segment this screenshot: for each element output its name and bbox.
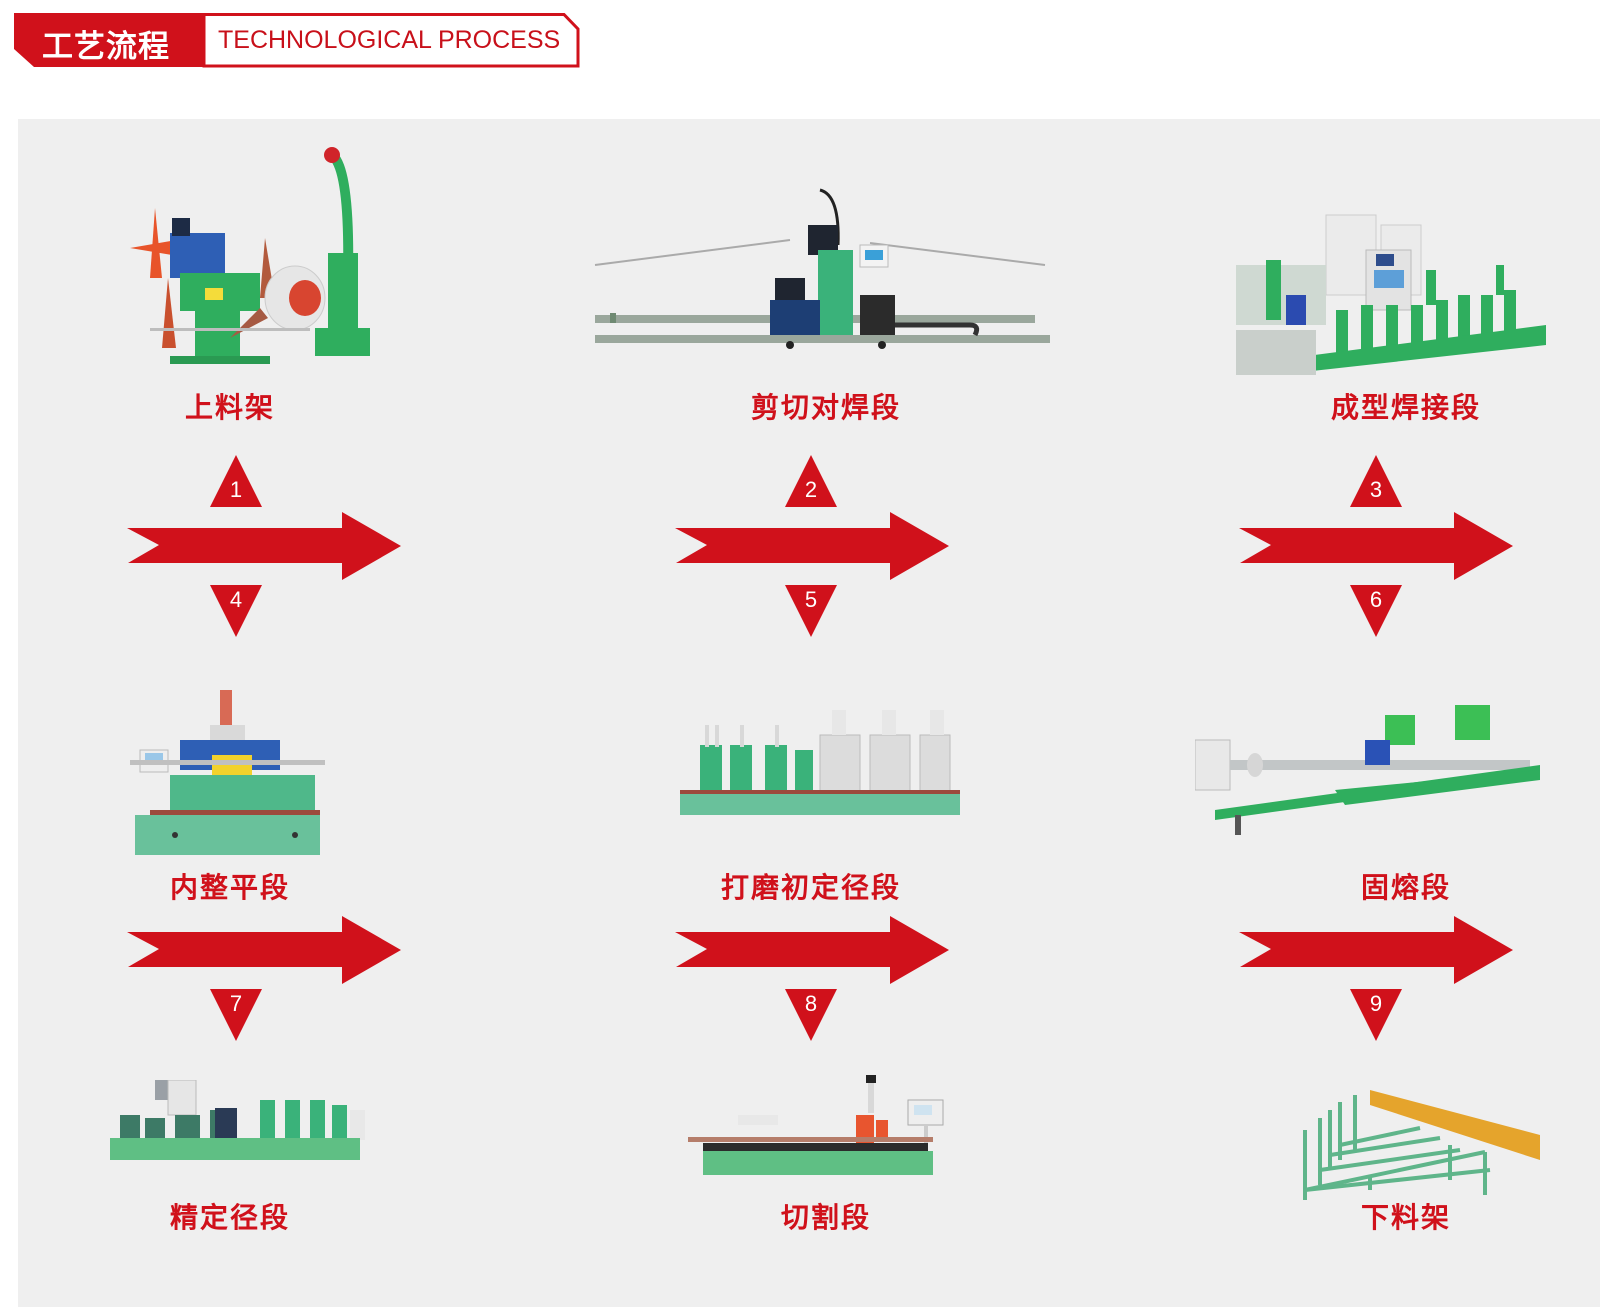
grinding-sizing-machine-image	[680, 710, 960, 815]
triangle-down-icon	[210, 989, 262, 1041]
step-label-2: 剪切对焊段	[750, 391, 901, 424]
header-badge-shape	[14, 13, 580, 68]
triangle-down-icon	[785, 989, 837, 1041]
step-marker-3: 3	[1348, 453, 1404, 509]
inner-leveling-machine-image	[130, 690, 325, 855]
step-marker-1: 1	[208, 453, 264, 509]
triangle-down-icon	[785, 585, 837, 637]
triangle-down-icon	[1350, 585, 1402, 637]
section-header: 工艺流程 TECHNOLOGICAL PROCESS	[14, 13, 580, 69]
step-marker-2: 2	[783, 453, 839, 509]
step-label-8: 切割段	[780, 1201, 871, 1234]
flow-arrow-right-icon	[1239, 512, 1513, 580]
flow-arrow-right-icon	[675, 916, 949, 984]
step-marker-4: 4	[208, 583, 264, 639]
step-marker-6: 6	[1348, 583, 1404, 639]
triangle-up-icon	[210, 455, 262, 507]
step-marker-8: 8	[783, 987, 839, 1043]
shear-butt-welder-machine-image	[594, 188, 1050, 349]
header-title-cn: 工艺流程	[42, 29, 170, 65]
step-marker-7: 7	[208, 987, 264, 1043]
flow-arrow-right-icon	[127, 916, 401, 984]
flow-arrow-right-icon	[1239, 916, 1513, 984]
step-label-7: 精定径段	[169, 1201, 290, 1234]
step-label-5: 打磨初定径段	[720, 871, 901, 904]
step-label-3: 成型焊接段	[1330, 391, 1481, 424]
step-label-6: 固熔段	[1360, 871, 1451, 904]
triangle-down-icon	[210, 585, 262, 637]
step-marker-5: 5	[783, 583, 839, 639]
header-title-en: TECHNOLOGICAL PROCESS	[218, 26, 561, 54]
discharge-rack-machine-image	[1303, 1090, 1540, 1200]
step-label-4: 内整平段	[169, 871, 290, 904]
solution-annealing-machine-image	[1195, 705, 1540, 835]
triangle-down-icon	[1350, 989, 1402, 1041]
step-label-9: 下料架	[1360, 1201, 1451, 1234]
forming-welding-line-machine-image	[1236, 214, 1546, 375]
uncoiler-machine-image	[130, 147, 370, 364]
cutting-machine-image	[688, 1075, 944, 1175]
flow-arrow-right-icon	[675, 512, 949, 580]
fine-sizing-machine-image	[110, 1080, 365, 1160]
triangle-up-icon	[1350, 455, 1402, 507]
step-label-1: 上料架	[184, 391, 275, 424]
flow-arrow-right-icon	[127, 512, 401, 580]
triangle-up-icon	[785, 455, 837, 507]
step-marker-9: 9	[1348, 987, 1404, 1043]
